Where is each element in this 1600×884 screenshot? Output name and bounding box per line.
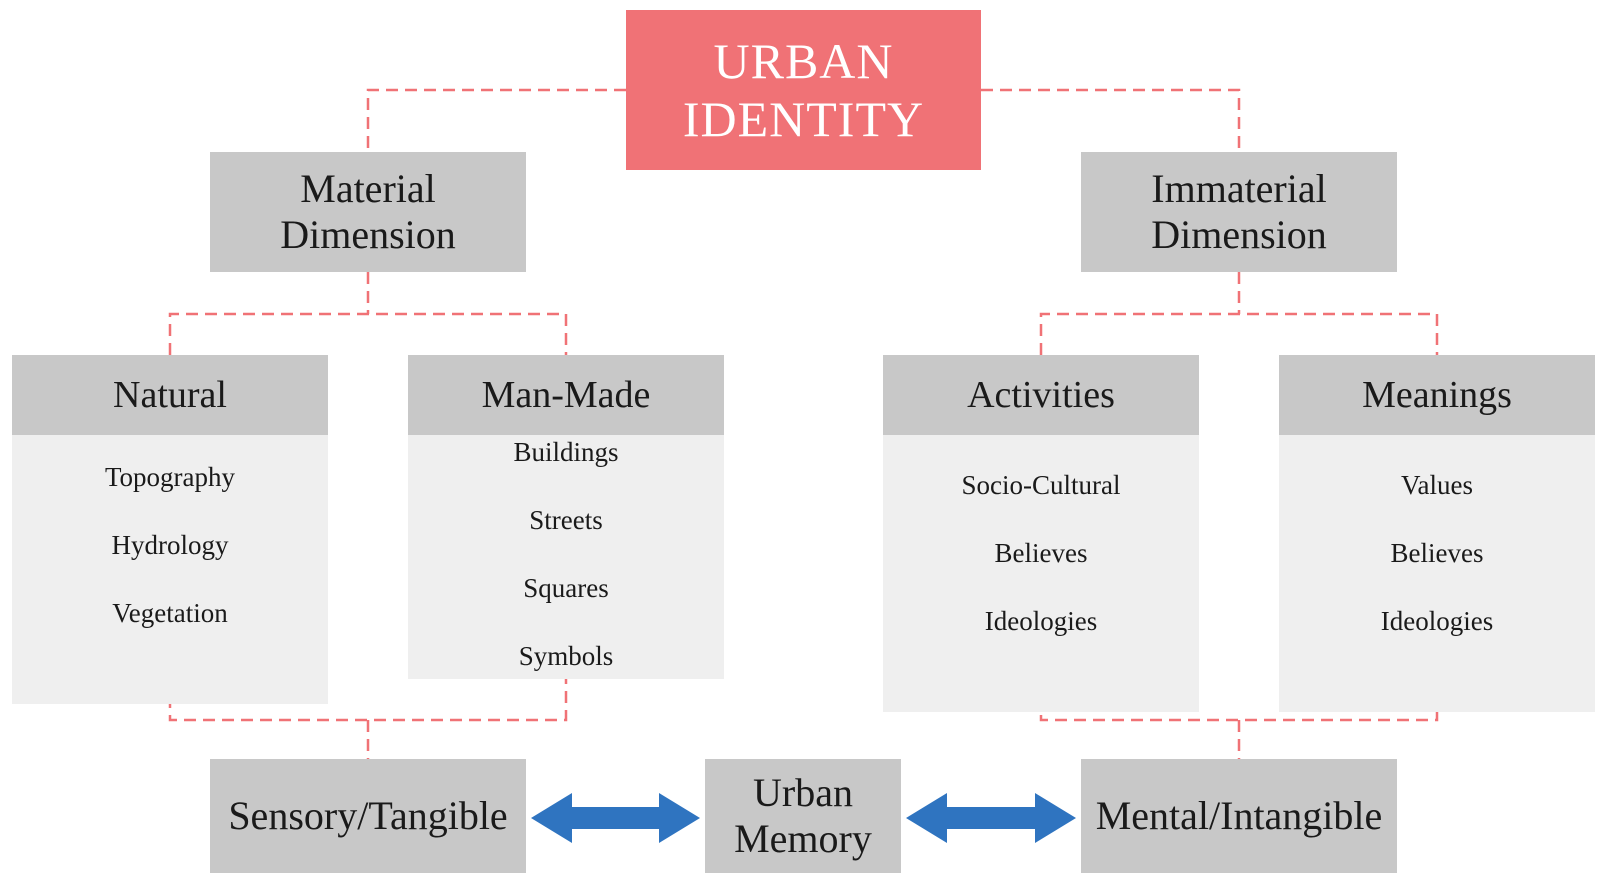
natural-items: Topography Hydrology Vegetation [12, 435, 328, 704]
connector-material-split [168, 312, 568, 355]
list-item: Believes [1390, 538, 1484, 568]
list-item: Socio-Cultural [961, 470, 1121, 500]
list-item: Streets [529, 505, 603, 535]
natural-title: Natural [12, 355, 328, 435]
meanings-title: Meanings [1279, 355, 1595, 435]
list-item: Topography [104, 462, 236, 492]
memory-line2: Memory [734, 816, 872, 861]
list-item: Vegetation [112, 598, 228, 628]
list-item: Buildings [513, 437, 619, 467]
urban-identity-node: URBAN IDENTITY [626, 10, 981, 170]
activities-title: Activities [883, 355, 1199, 435]
sensory-label: Sensory/Tangible [228, 793, 508, 838]
immaterial-line2: Dimension [1151, 212, 1327, 257]
meanings-node: Meanings Values Believes Ideologies [1279, 355, 1595, 712]
memory-line1: Urban [753, 770, 853, 815]
double-arrow-right-icon [906, 793, 1076, 843]
urban-memory-node: Urban Memory [705, 759, 901, 873]
list-item: Ideologies [1380, 606, 1494, 636]
activities-node: Activities Socio-Cultural Believes Ideol… [883, 355, 1199, 712]
material-dimension-node: Material Dimension [210, 152, 526, 272]
connector-root-immaterial [981, 88, 1241, 152]
double-arrow-left-icon [531, 793, 700, 843]
list-item: Ideologies [984, 606, 1098, 636]
root-line1: URBAN [713, 33, 894, 89]
man-made-items: Buildings Streets Squares Symbols [408, 435, 724, 679]
man-made-title: Man-Made [408, 355, 724, 435]
meanings-items: Values Believes Ideologies [1279, 435, 1595, 712]
connector-immaterial-split [1039, 312, 1439, 355]
list-item: Symbols [518, 641, 614, 671]
sensory-tangible-node: Sensory/Tangible [210, 759, 526, 873]
list-item: Hydrology [111, 530, 229, 560]
list-item: Values [1401, 470, 1473, 500]
immaterial-dimension-node: Immaterial Dimension [1081, 152, 1397, 272]
connector-root-material [366, 88, 626, 152]
immaterial-line1: Immaterial [1151, 166, 1327, 211]
root-line2: IDENTITY [682, 91, 925, 147]
mental-label: Mental/Intangible [1095, 793, 1383, 838]
man-made-node: Man-Made Buildings Streets Squares Symbo… [408, 355, 724, 679]
material-line2: Dimension [280, 212, 456, 257]
list-item: Believes [994, 538, 1088, 568]
material-line1: Material [300, 166, 436, 211]
mental-intangible-node: Mental/Intangible [1081, 759, 1397, 873]
natural-node: Natural Topography Hydrology Vegetation [12, 355, 328, 704]
list-item: Squares [523, 573, 609, 603]
activities-items: Socio-Cultural Believes Ideologies [883, 435, 1199, 712]
